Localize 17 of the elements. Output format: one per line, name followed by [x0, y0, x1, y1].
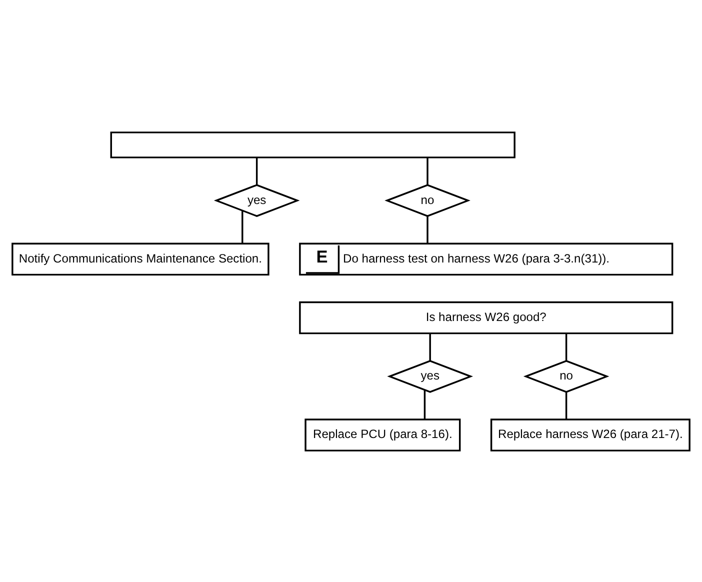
connector [565, 392, 568, 419]
connector [424, 390, 426, 419]
node-diamond: no [523, 359, 610, 392]
node-box: Is harness W26 good? [299, 300, 674, 334]
node-box: Replace harness W26 (para 21-7). [490, 418, 690, 451]
connector [426, 157, 428, 184]
node-diamond: yes [387, 359, 474, 392]
node-box [110, 131, 516, 158]
node-diamond: yes [214, 184, 300, 216]
connector [426, 216, 428, 243]
connector [242, 210, 244, 244]
connector [565, 333, 568, 360]
connector [429, 333, 431, 360]
node-box: Notify Communications Maintenance Section. [12, 242, 270, 276]
node-diamond: no [384, 184, 470, 216]
connector [256, 157, 258, 184]
node-box: Replace PCU (para 8-16). [304, 418, 461, 451]
